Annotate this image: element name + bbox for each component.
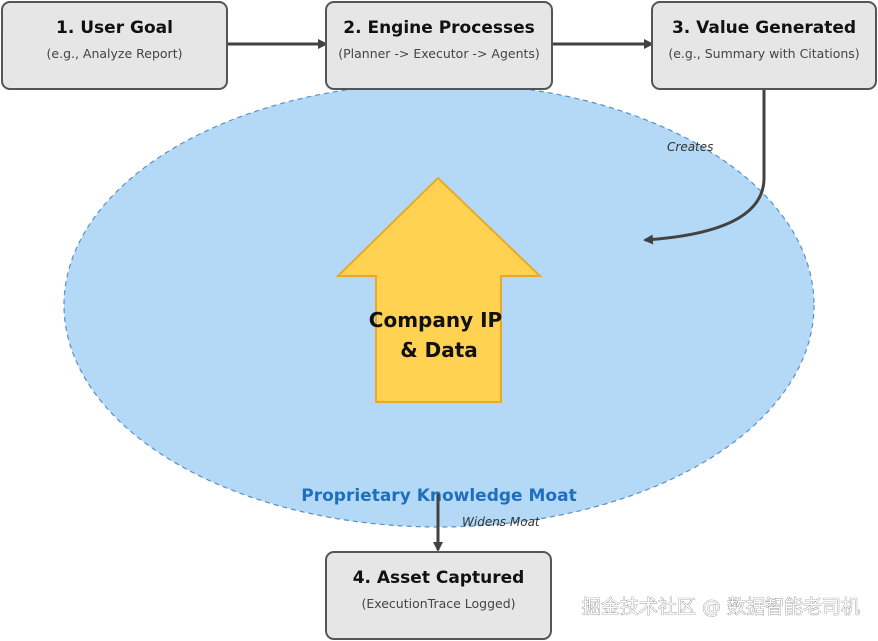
node-value-generated: 3. Value Generated (e.g., Summary with C…: [651, 1, 877, 90]
company-ip-label: Company IP & Data: [369, 308, 509, 362]
node-asset-captured: 4. Asset Captured (ExecutionTrace Logged…: [325, 551, 552, 640]
company-ip-line2: & Data: [400, 338, 478, 362]
node-engine-processes: 2. Engine Processes (Planner -> Executor…: [325, 1, 553, 90]
node-engine-title: 2. Engine Processes: [343, 18, 534, 38]
company-ip-line1: Company IP: [369, 308, 502, 332]
node-engine-subtitle: (Planner -> Executor -> Agents): [338, 46, 540, 61]
node-value-subtitle: (e.g., Summary with Citations): [668, 46, 859, 61]
edge-label-creates: Creates: [667, 140, 713, 154]
edge-label-widens: Widens Moat: [462, 515, 541, 529]
company-ip-arrow: [335, 176, 543, 403]
node-asset-title: 4. Asset Captured: [353, 568, 525, 588]
node-value-title: 3. Value Generated: [672, 18, 856, 38]
watermark: 掘金技术社区 @ 数据智能老司机: [582, 596, 860, 618]
node-asset-subtitle: (ExecutionTrace Logged): [361, 596, 515, 611]
node-user-goal-subtitle: (e.g., Analyze Report): [47, 46, 183, 61]
node-user-goal-title: 1. User Goal: [56, 18, 173, 38]
node-user-goal: 1. User Goal (e.g., Analyze Report): [1, 1, 228, 90]
edge-value-to-moat: [643, 90, 766, 245]
